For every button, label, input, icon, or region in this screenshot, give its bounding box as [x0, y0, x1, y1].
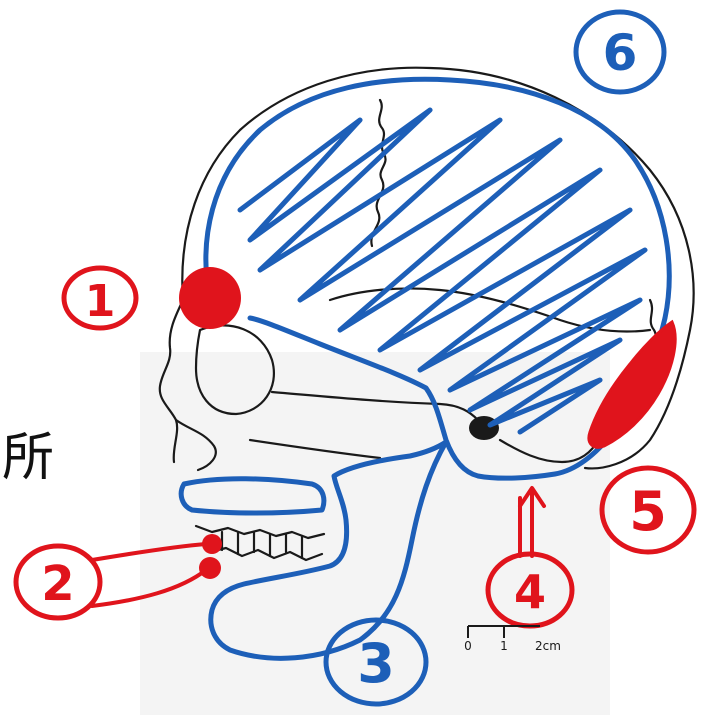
label-2-text: 2 [41, 556, 74, 612]
scale-bar-tick-2: 2cm [535, 639, 561, 653]
label-5-text: 5 [629, 480, 667, 543]
label-3-text: 3 [357, 632, 395, 695]
label-5: 5 [602, 468, 694, 552]
label-6: 6 [576, 12, 664, 92]
label-6-text: 6 [603, 24, 638, 82]
label-1: 1 [64, 268, 136, 328]
point-1-marker [179, 267, 241, 329]
scale-bar-tick-1: 1 [500, 639, 508, 653]
label-1-text: 1 [85, 276, 116, 327]
label-4-text: 4 [514, 565, 546, 619]
scale-bar-tick-0: 0 [464, 639, 472, 653]
point-2-marker-lower [199, 557, 221, 579]
